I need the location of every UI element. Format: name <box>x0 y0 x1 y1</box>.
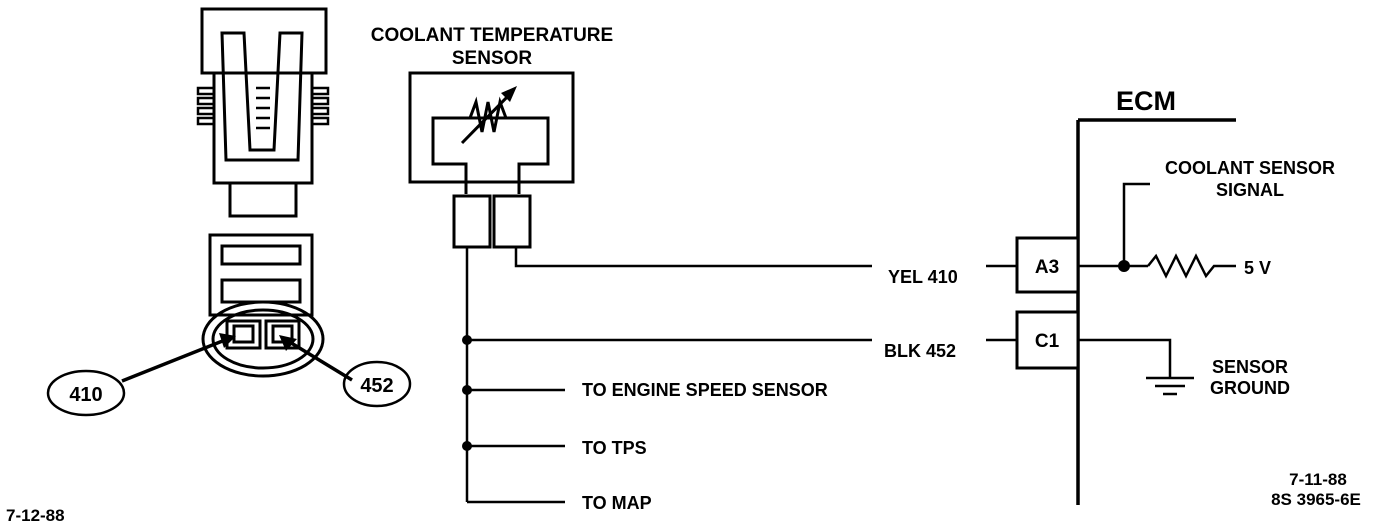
to-map-label: TO MAP <box>582 493 652 513</box>
mating-connector-face <box>201 300 325 378</box>
mating-connector-window-mid <box>220 278 302 304</box>
mating-connector-frame <box>208 233 314 317</box>
coolant-temperature-sensor <box>408 71 575 249</box>
mating-connector-window-top <box>220 244 302 266</box>
to-tps-label: TO TPS <box>582 438 647 458</box>
connector-terminal <box>220 31 304 162</box>
signal-label-line2: SIGNAL <box>1216 180 1284 200</box>
connector-neck <box>228 181 298 218</box>
connector-top-housing <box>200 7 328 75</box>
ground-label-line1: SENSOR <box>1212 357 1288 377</box>
signal-label-line1: COOLANT SENSOR <box>1165 158 1335 178</box>
sensor-housing <box>408 71 575 184</box>
ground-label-line2: GROUND <box>1210 378 1290 398</box>
splice-dots <box>462 335 472 451</box>
connector-ribs <box>196 86 330 130</box>
sensor-title-line1: COOLANT TEMPERATURE <box>371 25 613 46</box>
sensor-pin-left <box>452 194 492 249</box>
sensor-title-line2: SENSOR <box>452 48 533 69</box>
callout-452: 452 <box>279 335 412 408</box>
sensor-pin-right <box>492 194 532 249</box>
thermistor-variable-arrow <box>460 90 514 145</box>
callout-410: 410 <box>46 333 236 417</box>
wiring <box>465 247 1017 504</box>
mating-connector-face-inner <box>211 308 315 370</box>
ecm-pins <box>1015 236 1080 370</box>
date-left: 7-12-88 <box>6 506 65 525</box>
drawing-code: 8S 3965-6E <box>1271 490 1361 509</box>
ecm-label: ECM <box>1116 86 1176 116</box>
ecm-pin-c1 <box>1015 310 1080 370</box>
signal-tap <box>1122 182 1150 266</box>
date-right: 7-11-88 <box>1289 470 1347 489</box>
pin-c1-label: C1 <box>1035 331 1060 352</box>
wire-yel-label: YEL 410 <box>888 267 958 287</box>
ecm-circuit <box>1078 182 1236 396</box>
terminal-cavity-452 <box>264 319 301 350</box>
wire-yel-410 <box>514 247 872 268</box>
pin-a3-label: A3 <box>1035 257 1059 278</box>
connector-illustration <box>196 7 330 378</box>
wire-blk-label: BLK 452 <box>884 341 956 361</box>
to-engine-speed-label: TO ENGINE SPEED SENSOR <box>582 380 828 400</box>
callout-452-label: 452 <box>360 375 393 397</box>
thermistor-icon <box>468 96 508 133</box>
callout-410-label: 410 <box>69 384 102 406</box>
pullup-resistor-icon <box>1147 253 1236 279</box>
voltage-label: 5 V <box>1244 258 1271 278</box>
signal-junction-dot <box>1118 260 1130 272</box>
ground-lead <box>1078 338 1172 378</box>
